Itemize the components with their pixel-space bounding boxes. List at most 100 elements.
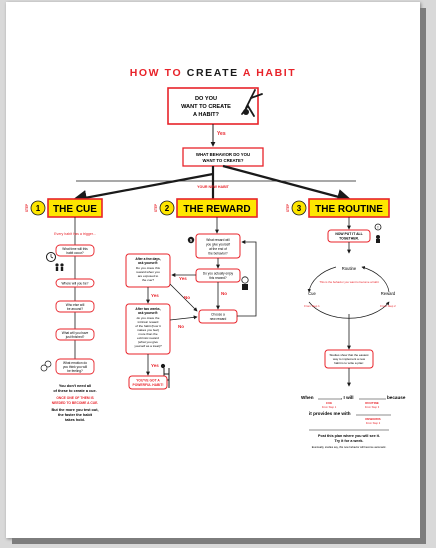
svg-text:From Step 3: From Step 3	[365, 405, 380, 409]
step-2-header: STEP 2 THE REWARD	[154, 198, 258, 218]
cycle-routine-label: Routine	[342, 266, 357, 271]
plan-post-1: Post this plan where you will see it.	[318, 434, 380, 438]
svg-text:What will you have: What will you have	[62, 331, 89, 335]
svg-text:the behavior?: the behavior?	[208, 252, 228, 256]
svg-text:the faster the habit: the faster the habit	[58, 413, 93, 417]
svg-text:it provides me with: it provides me with	[309, 411, 351, 416]
svg-text:are exposed to: are exposed to	[138, 274, 159, 278]
reward-choose-box	[198, 309, 238, 324]
svg-text:After a few days,: After a few days,	[135, 257, 160, 261]
people-icon	[55, 263, 64, 271]
cycle-routine-sub: This is the behavior you want to become …	[319, 280, 378, 284]
svg-text:the cue?: the cue?	[142, 278, 154, 282]
svg-text:, I will: , I will	[341, 395, 354, 400]
svg-text:of the habit (how it: of the habit (how it	[135, 324, 160, 328]
cycle-reward-label: Reward	[381, 291, 396, 296]
svg-text:What reward will: What reward will	[206, 238, 230, 242]
cue-question-action	[55, 328, 95, 341]
svg-text:ROUTINE: ROUTINE	[365, 401, 379, 405]
svg-text:Choose a: Choose a	[211, 313, 225, 317]
svg-text:NOW PUT IT ALL: NOW PUT IT ALL	[335, 232, 362, 236]
cycle-reward-sub: From Step 2	[380, 304, 396, 308]
start-line-3: A HABIT?	[193, 112, 219, 118]
svg-text:be feeling?: be feeling?	[67, 369, 83, 373]
start-line-2: WANT TO CREATE	[181, 104, 231, 110]
svg-text:Who else will: Who else will	[66, 303, 85, 307]
cue-note-2: ONCE ONE OF THEM IS	[56, 396, 94, 400]
cycle-cue-label: Cue	[308, 291, 316, 296]
behavior-line-2: WANT TO CREATE?	[203, 158, 244, 163]
cue-note-1: You don't need all	[59, 384, 91, 388]
enjoy-yes-label: Yes	[179, 276, 187, 281]
svg-text:you think you will: you think you will	[63, 365, 87, 369]
svg-text:do you crave the: do you crave the	[137, 316, 160, 320]
cue-question-emotion	[55, 358, 95, 375]
start-line-1: DO YOU	[195, 96, 217, 102]
step-1-badge	[30, 200, 46, 216]
svg-text:Do you actually enjoy: Do you actually enjoy	[203, 272, 234, 276]
svg-text:you give yourself: you give yourself	[206, 243, 230, 247]
svg-text:at the end of: at the end of	[209, 247, 227, 251]
svg-text:more than the: more than the	[138, 332, 157, 336]
flowchart: HOW TO CREATE A HABIT DO YOU WANT TO CRE…	[25, 67, 406, 449]
svg-text:When: When	[301, 395, 314, 400]
weeks-yes-label: Yes	[151, 363, 159, 368]
choose-loop-line	[237, 240, 257, 317]
svg-text:NEEDED TO BECOME A CUE.: NEEDED TO BECOME A CUE.	[52, 401, 98, 405]
svg-text:makes you feel): makes you feel)	[137, 328, 159, 332]
svg-text:CUE: CUE	[326, 401, 332, 405]
reward-person-icon: $	[187, 236, 195, 244]
svg-text:TOGETHER.: TOGETHER.	[339, 237, 359, 241]
step-1-header: STEP 1 THE CUE	[25, 198, 103, 218]
enjoy-no-label: No	[221, 291, 227, 296]
svg-text:extrinsic reward: extrinsic reward	[137, 336, 159, 340]
branch-lines	[71, 164, 353, 206]
svg-text:$: $	[190, 238, 193, 243]
poster-title: HOW TO CREATE A HABIT	[130, 67, 297, 79]
svg-text:1: 1	[36, 204, 41, 213]
new-habit-label: YOUR NEW HABIT	[197, 185, 230, 189]
svg-text:POWERFUL HABIT!: POWERFUL HABIT!	[133, 383, 164, 387]
svg-text:takes hold.: takes hold.	[65, 418, 85, 422]
svg-text:What time will this: What time will this	[62, 247, 88, 251]
plan-final-note: Eventually, studies say, this new behavi…	[312, 445, 387, 449]
step-2-title: THE REWARD	[183, 204, 250, 215]
svg-text:this reward?: this reward?	[209, 276, 227, 280]
svg-text:From Step 2: From Step 2	[366, 421, 381, 425]
svg-text:way to implement a new: way to implement a new	[333, 357, 366, 361]
cycle-cue-sub: From Step 1	[304, 304, 320, 308]
svg-text:!: !	[377, 226, 378, 230]
svg-text:What emotion do: What emotion do	[63, 361, 87, 365]
svg-text:new reward: new reward	[210, 317, 227, 321]
weeks-no-label: No	[178, 324, 184, 329]
thinking-person-icon: !	[374, 223, 382, 243]
faces-icon	[40, 360, 52, 372]
days-yes-label: Yes	[151, 293, 159, 298]
start-box	[167, 87, 259, 125]
grumpy-face-icon	[241, 276, 249, 290]
handstand-figure-icon	[241, 89, 263, 117]
svg-text:because: because	[387, 395, 406, 400]
svg-text:just finished?: just finished?	[65, 335, 85, 339]
svg-text:After two weeks,: After two weeks,	[135, 307, 160, 311]
cue-question-place	[55, 278, 95, 288]
svg-text:(what you give: (what you give	[138, 340, 158, 344]
svg-text:STEP: STEP	[286, 203, 290, 212]
reward-done-box	[128, 375, 168, 390]
cue-note-3: But the more you test out,	[51, 408, 98, 412]
svg-text:Where will you be?: Where will you be?	[62, 282, 89, 286]
svg-text:reward when you: reward when you	[136, 270, 160, 274]
svg-text:From Step 1: From Step 1	[322, 405, 337, 409]
svg-text:habit occur?: habit occur?	[66, 251, 84, 255]
svg-text:STEP: STEP	[25, 203, 29, 212]
svg-text:be around?: be around?	[67, 307, 83, 311]
step-3-header: STEP 3 THE ROUTINE	[286, 198, 390, 218]
habit-loop-cycle	[307, 266, 390, 319]
step-1-title: THE CUE	[53, 204, 97, 215]
svg-text:habit is to write a plan:: habit is to write a plan:	[334, 361, 364, 365]
svg-text:Do you crave this: Do you crave this	[136, 266, 160, 270]
cue-intro: Every habit has a trigger...	[54, 232, 96, 236]
cue-question-people	[55, 300, 95, 313]
svg-text:STEP: STEP	[154, 203, 158, 212]
cue-question-time	[55, 244, 95, 257]
